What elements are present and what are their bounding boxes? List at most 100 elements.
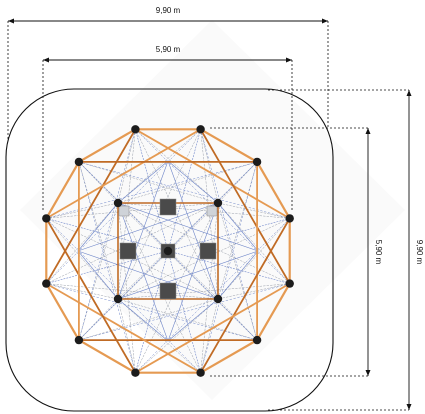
- ground-pad: [206, 205, 218, 217]
- net-strand: [217, 218, 290, 300]
- rope-joint: [131, 368, 140, 377]
- net-strand: [117, 298, 258, 341]
- rope-perimeter: [45, 160, 81, 220]
- net-strand: [46, 283, 219, 300]
- rope-joint: [113, 198, 123, 208]
- rope-joint: [285, 279, 294, 288]
- rope-perimeter: [255, 282, 291, 342]
- rope-perimeter: [77, 128, 137, 164]
- rope-joint: [285, 214, 294, 223]
- rope-joint: [42, 279, 51, 288]
- rope-joint: [252, 335, 262, 345]
- net-strand: [135, 202, 219, 373]
- inner-width-arrow-right: [286, 57, 292, 63]
- ground-pad: [159, 282, 177, 300]
- net-strand: [78, 202, 219, 341]
- net-strand: [117, 298, 201, 373]
- rope-joint: [131, 125, 140, 134]
- inner-width-arrow-left: [43, 57, 49, 63]
- net-strand: [117, 129, 201, 204]
- net-strand: [167, 218, 291, 252]
- ground-pads: [118, 198, 218, 300]
- ground-pad: [199, 242, 217, 260]
- net-strand: [217, 202, 259, 252]
- inner-width-label: 5,90 m: [156, 45, 181, 54]
- rope-joint: [252, 157, 262, 167]
- outer-width-label: 9,90 m: [156, 6, 181, 15]
- inner-height-label: 5,90 m: [374, 240, 383, 265]
- net-strand: [78, 298, 219, 341]
- outer-height-arrow-top: [406, 90, 412, 96]
- safety-zone-boundary: [5, 88, 334, 412]
- net-strand: [117, 161, 258, 300]
- inner-height-dimension: 5,90 m: [210, 127, 383, 377]
- ground-pad: [159, 198, 177, 216]
- net-strand: [78, 161, 119, 204]
- rope-diagonal: [199, 217, 291, 374]
- net-strand: [117, 202, 169, 342]
- ground-pad: [119, 242, 137, 260]
- inner-height-arrow-top: [365, 128, 371, 134]
- outer-width-arrow-right: [322, 18, 328, 24]
- net-strand: [78, 298, 119, 341]
- net-strand: [78, 202, 119, 341]
- rope-joint: [163, 246, 173, 256]
- net-strand: [46, 218, 119, 300]
- net-strand: [117, 298, 169, 342]
- rope-structure: [45, 128, 291, 374]
- rope-perimeter: [45, 282, 81, 342]
- net-strand: [78, 250, 169, 341]
- net-strand: [117, 250, 259, 300]
- rope-diagonal: [45, 217, 137, 374]
- rope-diagonal: [199, 128, 291, 285]
- net-strand: [78, 161, 119, 300]
- rope-joint: [113, 294, 123, 304]
- net-strand: [217, 283, 290, 300]
- inner-width-dimension: 5,90 m: [42, 45, 293, 210]
- outer-width-dimension: 9,90 m: [7, 6, 329, 140]
- net-strand: [217, 161, 258, 300]
- rope-joints: [42, 125, 294, 377]
- rope-perimeter: [199, 338, 259, 374]
- net-strand: [217, 202, 290, 284]
- net-strand: [117, 202, 201, 373]
- net-strand: [135, 129, 219, 204]
- net-strand: [167, 250, 258, 341]
- net-strand: [117, 202, 258, 341]
- net-strand: [217, 298, 258, 341]
- net-strand: [77, 250, 219, 300]
- net-strand: [117, 298, 136, 373]
- rope-joint: [196, 368, 205, 377]
- net-strand: [200, 129, 219, 204]
- net-strand: [167, 298, 219, 342]
- net-strand: [117, 283, 290, 300]
- net-strand: [117, 161, 258, 204]
- rope-joint: [213, 294, 223, 304]
- net-strand: [46, 161, 258, 219]
- net-strand: [46, 202, 119, 219]
- net-strand: [217, 161, 258, 204]
- rope-diagonal: [45, 282, 202, 374]
- outer-height-label: 9,90 m: [415, 240, 424, 265]
- net-strand: [217, 250, 259, 300]
- net-strand: [117, 129, 136, 204]
- rope-joint: [74, 157, 84, 167]
- net-strand: [46, 283, 119, 300]
- rope-diagonal: [134, 128, 291, 220]
- ground-pad: [118, 205, 130, 217]
- rope-joint: [213, 198, 223, 208]
- outer-width-arrow-left: [8, 18, 14, 24]
- rope-diagonal: [134, 282, 291, 374]
- net-strand: [167, 250, 201, 374]
- rope-perimeter: [255, 160, 291, 220]
- outer-height-arrow-bottom: [406, 404, 412, 410]
- net-strand: [45, 250, 169, 284]
- net-strand: [78, 161, 219, 204]
- net-strand: [117, 202, 290, 219]
- rope-perimeter: [199, 128, 259, 164]
- net-strand: [135, 250, 169, 374]
- net-strand: [200, 202, 219, 373]
- rope-joint: [196, 125, 205, 134]
- net-strand: [78, 161, 219, 300]
- net-strand: [217, 202, 258, 341]
